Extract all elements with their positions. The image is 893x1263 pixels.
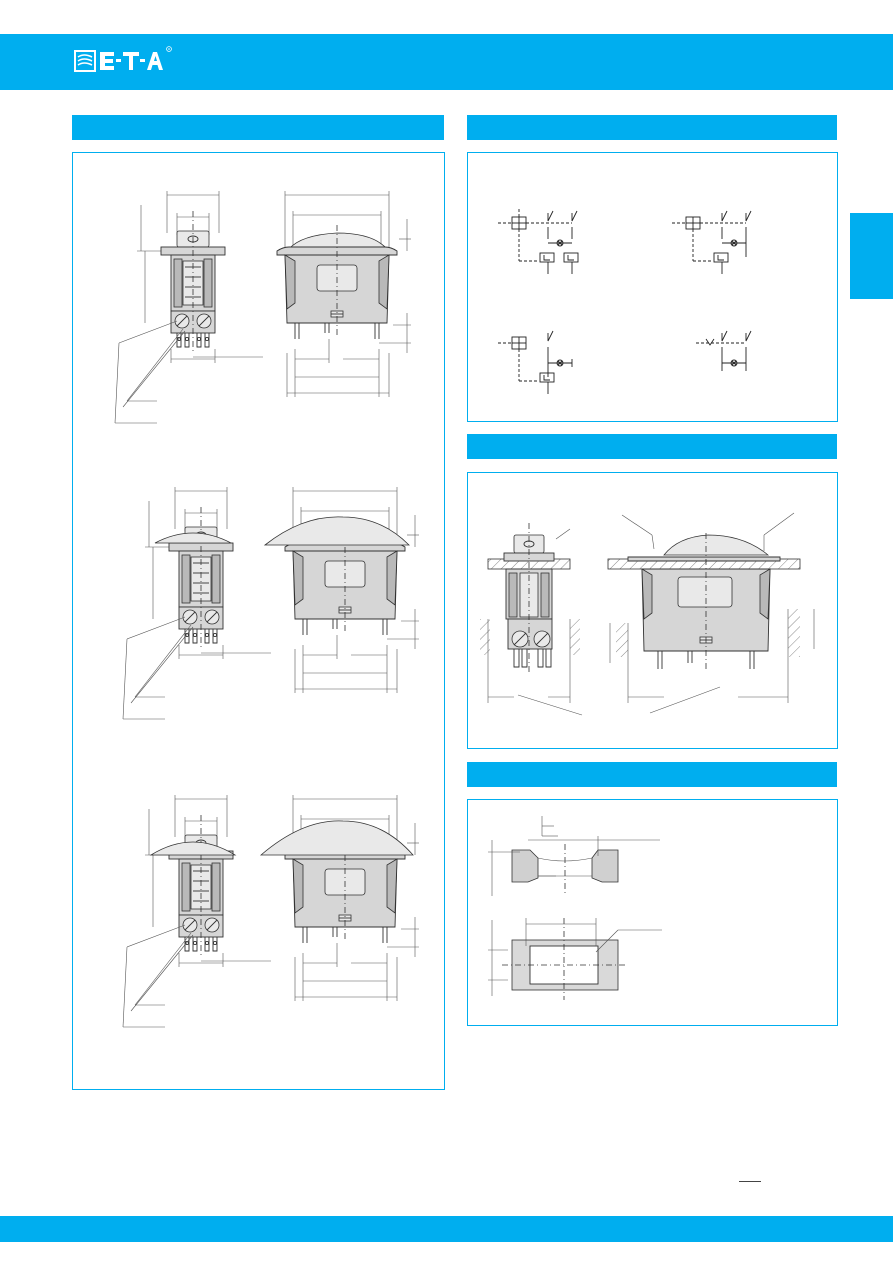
dimension-drawings bbox=[114, 190, 420, 1028]
circuit-schematics bbox=[498, 209, 752, 394]
section-header-dimensions bbox=[72, 115, 444, 140]
header-bar bbox=[0, 34, 893, 90]
panel-cutout-drawing bbox=[488, 816, 662, 1000]
page-number-rule bbox=[739, 1181, 761, 1182]
footer-bar bbox=[0, 1216, 893, 1242]
schematics-panel bbox=[467, 152, 838, 422]
schematic-single-pole-relay bbox=[498, 330, 573, 394]
schematic-two-pole-two-relay bbox=[498, 209, 579, 274]
panel-cutout-panel bbox=[467, 799, 838, 1026]
variant-3-front-view bbox=[259, 794, 420, 1002]
variant-1-side-view bbox=[114, 190, 264, 424]
variant-2-side-view bbox=[122, 486, 272, 720]
variant-2-front-view bbox=[263, 486, 420, 694]
schematic-two-pole-lamp bbox=[696, 330, 752, 371]
schematic-two-pole-one-relay bbox=[672, 210, 752, 274]
eta-logo bbox=[74, 50, 166, 72]
section-header-mounting bbox=[467, 434, 837, 459]
mounting-panel bbox=[467, 472, 838, 749]
dimensions-panel bbox=[72, 152, 445, 1090]
eta-logo-mark bbox=[74, 50, 163, 72]
chapter-tab bbox=[850, 213, 893, 299]
mounting-drawing bbox=[480, 512, 815, 716]
registered-mark-icon bbox=[166, 46, 172, 52]
variant-1-front-view bbox=[276, 190, 412, 398]
variant-3-side-view bbox=[122, 794, 272, 1028]
section-header-panel-cutout bbox=[467, 762, 837, 787]
section-header-schematics bbox=[467, 115, 837, 140]
